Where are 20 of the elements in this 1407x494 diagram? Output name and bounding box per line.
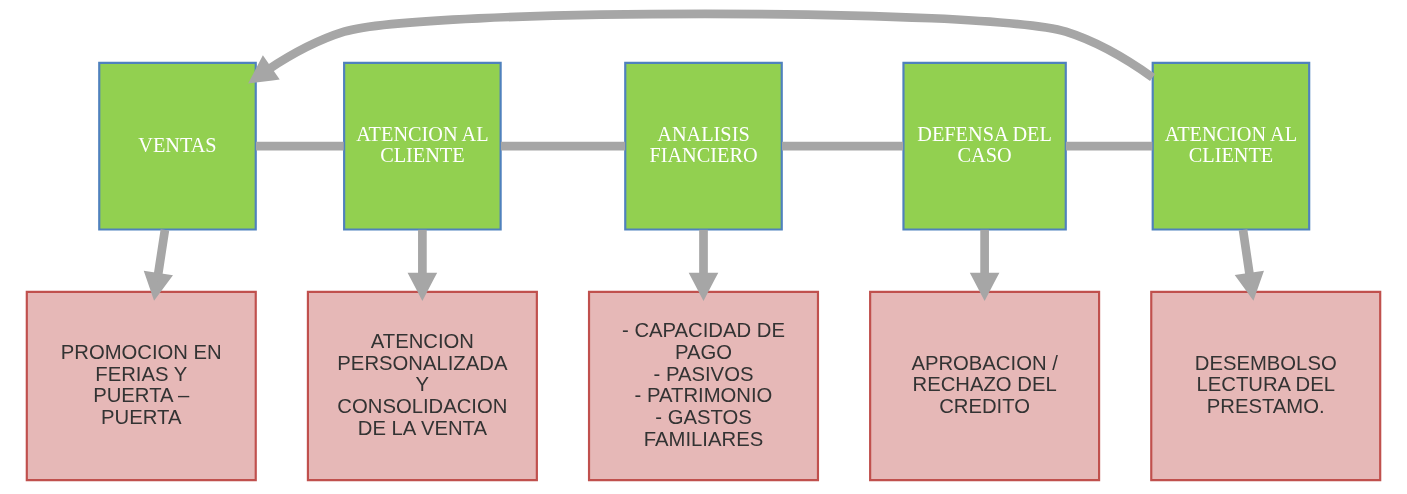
connector: [1065, 141, 1153, 151]
node-box: PROMOCION EN FERIAS Y PUERTA – PUERTA: [25, 290, 257, 482]
arrow: [969, 229, 1000, 301]
node-box: ATENCION PERSONALIZADA Y CONSOLIDACION DE LA VENTA: [306, 290, 538, 482]
arrow: [143, 229, 173, 301]
connector: [255, 141, 344, 151]
node-box: - CAPACIDAD DE PAGO - PASIVOS - PATRIMONIO - GASTOS FAMILIARES: [587, 290, 820, 482]
arrow: [248, 9, 1156, 84]
arrow: [407, 229, 438, 301]
connector: [500, 141, 626, 151]
node-box: ATENCION AL CLIENTE: [1151, 61, 1311, 231]
arrow: [688, 229, 719, 301]
arrow: [1234, 229, 1264, 301]
node-box: ATENCION AL CLIENTE: [343, 61, 502, 231]
connector: [782, 141, 904, 151]
node-box: ANALISIS FIANCIERO: [624, 61, 783, 231]
node-box: DEFENSA DEL CASO: [902, 61, 1067, 231]
node-box: APROBACION / RECHAZO DEL CREDITO: [869, 290, 1101, 482]
node-box: VENTAS: [98, 61, 257, 231]
node-box: DESEMBOLSO LECTURA DEL PRESTAMO.: [1150, 290, 1382, 482]
